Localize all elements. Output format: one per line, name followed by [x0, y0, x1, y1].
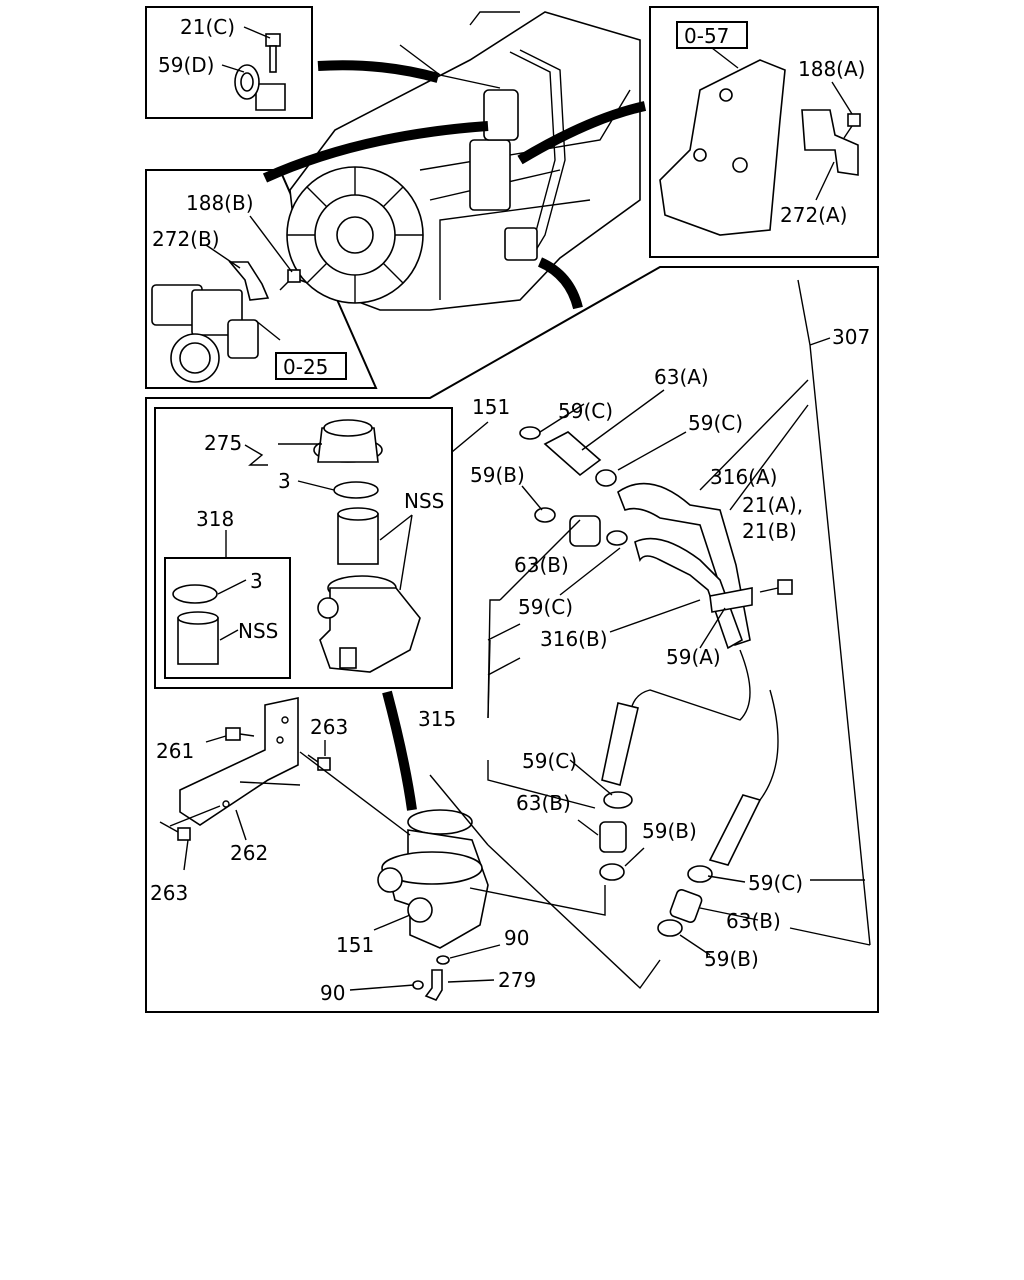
leader-band-clip: [317, 60, 440, 83]
clamp-59c-4: [603, 791, 633, 809]
bolt-21a-part: [759, 579, 793, 595]
bracket-272a-part: [801, 109, 859, 176]
bolt-188a-part: [843, 113, 861, 139]
bracket-59a-part: [709, 587, 753, 613]
label-21a: 21(A),: [742, 493, 803, 517]
filter-detail-frame: [154, 407, 453, 689]
clamp-59c-2: [595, 469, 617, 487]
label-59b-2: 59(B): [642, 819, 697, 843]
clip-90-top-part: [436, 955, 450, 965]
clamp-59c-1: [519, 426, 541, 440]
label-59c-3: 59(C): [518, 595, 573, 619]
hose-316b-part: [629, 537, 779, 821]
bolt-263-top-part: [307, 754, 331, 771]
clamp-59b-3: [657, 919, 683, 937]
o-ring-3-kit: [172, 584, 218, 604]
leader-band-pump: [382, 690, 417, 811]
clamp-59b-1: [534, 507, 556, 523]
label-315: 315: [418, 707, 456, 731]
label-59c-2: 59(C): [688, 411, 743, 435]
bolt-188b-part: [279, 269, 301, 291]
label-21c: 21(C): [180, 15, 235, 39]
label-21b: 21(B): [742, 519, 797, 543]
clamp-59c-3: [606, 530, 628, 546]
hose-lower-right-part: [708, 794, 762, 866]
label-63b-3: 63(B): [726, 909, 781, 933]
filter-kit-frame: [164, 557, 291, 679]
cap-275-part: [313, 419, 383, 463]
filter-element-part: [337, 507, 379, 565]
label-3-top: 3: [278, 469, 291, 493]
label-0-57: 0-57: [684, 24, 729, 48]
label-263-bottom: 263: [150, 881, 188, 905]
hose-316a-part: [617, 482, 751, 647]
label-307: 307: [832, 325, 870, 349]
label-261: 261: [156, 739, 194, 763]
inset-throttle-frame: [145, 169, 378, 389]
bolt-263-bottom-part: [159, 821, 191, 841]
bracket-272b-part: [228, 261, 270, 301]
clip-90-bottom-part: [412, 980, 424, 990]
label-63a: 63(A): [654, 365, 709, 389]
hose-279-part: [424, 969, 443, 1001]
hose-lower-left-part: [601, 702, 639, 786]
label-59d: 59(D): [158, 53, 214, 77]
label-90-bottom: 90: [320, 981, 345, 1005]
label-316a: 316(A): [710, 465, 777, 489]
hose-63b-3: [669, 889, 703, 923]
clamp-59b-2: [599, 863, 625, 881]
label-0-25: 0-25: [283, 355, 328, 379]
leader-band-throttle: [262, 121, 489, 183]
bracket-262-part: [179, 697, 299, 826]
label-nss-kit: NSS: [238, 619, 278, 643]
inset-clip-frame: [145, 6, 313, 119]
label-263-top: 263: [310, 715, 348, 739]
label-59b-1: 59(B): [470, 463, 525, 487]
hose-63b-2: [599, 821, 627, 853]
bolt-261-part: [225, 727, 255, 741]
label-90-top: 90: [504, 926, 529, 950]
clamp-59c-5: [687, 865, 713, 883]
label-272a: 272(A): [780, 203, 847, 227]
label-272b: 272(B): [152, 227, 220, 251]
filter-element-kit: [177, 611, 219, 665]
bolt-21c-part: [265, 33, 281, 73]
label-262: 262: [230, 841, 268, 865]
hose-63a-part: [543, 431, 602, 477]
label-63b-1: 63(B): [514, 553, 569, 577]
throttle-body-part: [151, 284, 259, 383]
engine-assembly: [286, 11, 641, 311]
inset-bracket-a-frame: [649, 6, 879, 258]
label-279: 279: [498, 968, 536, 992]
label-59a: 59(A): [666, 645, 721, 669]
label-nss-top: NSS: [404, 489, 444, 513]
pump-151-part: [377, 809, 489, 949]
label-318: 318: [196, 507, 234, 531]
hose-63b-1: [569, 515, 601, 547]
pump-detail-part: [317, 575, 421, 673]
leader-band-main: [537, 257, 583, 310]
label-151-top: 151: [472, 395, 510, 419]
label-151-bottom: 151: [336, 933, 374, 957]
o-ring-3-top: [333, 481, 379, 499]
ref-box-0-25: [275, 352, 347, 380]
label-275: 275: [204, 431, 242, 455]
label-316b: 316(B): [540, 627, 608, 651]
leader-band-bracket: [517, 101, 647, 165]
label-188a: 188(A): [798, 57, 865, 81]
label-59c-4: 59(C): [522, 749, 577, 773]
label-59c-5: 59(C): [748, 871, 803, 895]
label-59b-3: 59(B): [704, 947, 759, 971]
label-63b-2: 63(B): [516, 791, 571, 815]
main-exploded-frame: [145, 266, 879, 1013]
label-188b: 188(B): [186, 191, 254, 215]
label-3-kit: 3: [250, 569, 263, 593]
label-59c-1: 59(C): [558, 399, 613, 423]
clip-59d-part: [234, 64, 286, 111]
housing-0-57-part: [659, 59, 786, 236]
